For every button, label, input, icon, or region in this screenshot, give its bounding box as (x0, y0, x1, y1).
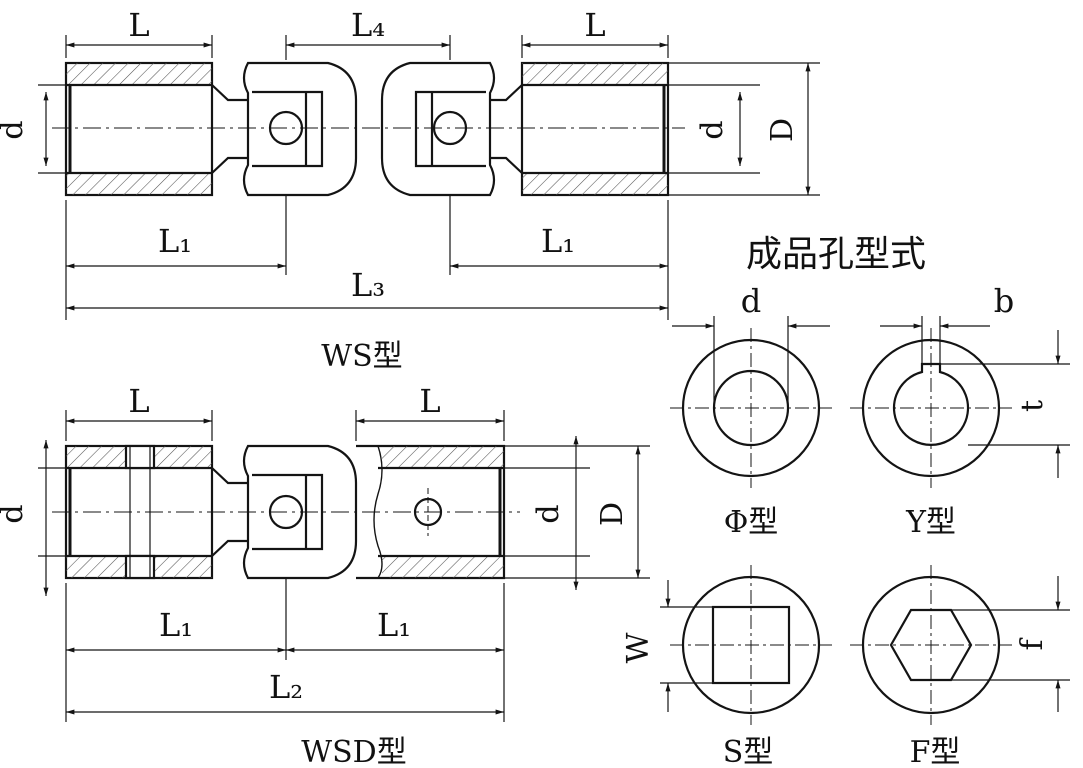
bore-f-dim: f (1015, 638, 1050, 651)
wsd-labels: L L d d D L₁ L₁ L₂ WSD型 (0, 382, 630, 768)
ws-caption: WS型 (321, 339, 402, 374)
ws-dim-l4: L₄ (351, 6, 385, 44)
bore-phi-caption: Φ型 (724, 505, 779, 540)
wsd-dim-l2: L₂ (269, 668, 303, 706)
wsd-drawing (52, 444, 520, 580)
ws-dim-l-right: L (584, 6, 605, 44)
ws-drawing (52, 61, 685, 197)
bore-phi-dim: d (741, 282, 761, 320)
bore-f (850, 565, 1070, 725)
wsd-dim-l-left: L (128, 382, 149, 420)
wsd-dim-d-left: d (0, 504, 30, 523)
bore-phi (670, 316, 832, 488)
bore-s (660, 565, 832, 725)
ws-dim-l1-right: L₁ (541, 222, 575, 260)
wsd-dim-l1-right: L₁ (377, 606, 411, 644)
bore-y-caption: Y型 (905, 505, 956, 540)
ws-labels: L L₄ L d d D L₁ L₁ L₃ WS型 (0, 6, 800, 374)
bore-y-dim-t: t (1015, 400, 1050, 412)
wsd-dim-d-outer: D (595, 502, 630, 526)
ws-dim-l-left: L (128, 6, 149, 44)
bore-y-dim-b: b (994, 282, 1014, 320)
bore-types-title: 成品孔型式 (746, 234, 926, 275)
wsd-dim-l-right: L (419, 382, 440, 420)
ws-dimensions (38, 35, 820, 320)
bore-f-caption: F型 (910, 735, 961, 768)
ws-dim-d-outer: D (765, 118, 800, 142)
wsd-dim-l1-left: L₁ (159, 606, 193, 644)
wsd-caption: WSD型 (301, 735, 406, 768)
bore-s-caption: S型 (723, 735, 774, 768)
ws-dim-l1-left: L₁ (158, 222, 192, 260)
ws-dim-l3: L₃ (351, 266, 385, 304)
wsd-dimensions (38, 410, 650, 722)
bore-y (850, 316, 1070, 488)
bore-s-dim: W (621, 632, 656, 663)
ws-dim-d-right: d (695, 120, 730, 139)
wsd-dim-d-right: d (531, 504, 566, 523)
ws-dim-d-left: d (0, 120, 30, 139)
